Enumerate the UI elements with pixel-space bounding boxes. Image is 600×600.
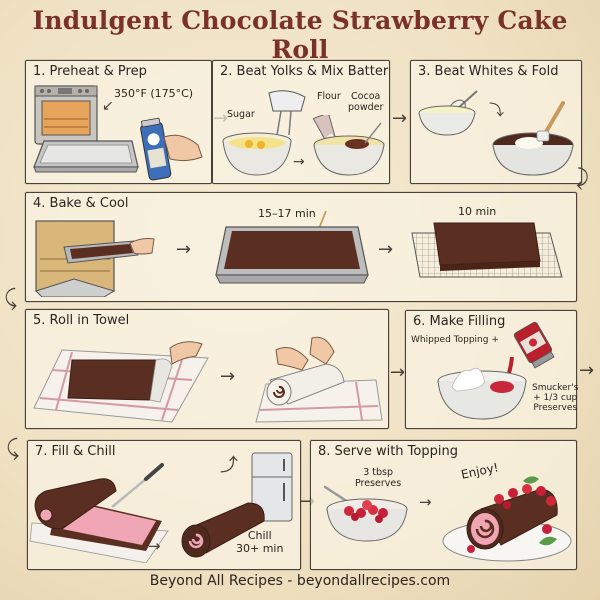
rolled-towel-icon bbox=[246, 330, 386, 426]
cool-time-label: 10 min bbox=[458, 205, 497, 218]
flow-arrow-icon: → bbox=[390, 362, 406, 383]
chill-label-line1: Chill bbox=[247, 529, 272, 542]
strawberry-bowl-icon bbox=[321, 481, 411, 545]
preserves-label-line3: Preserves bbox=[533, 403, 578, 413]
footer-credit: Beyond All Recipes - beyondallrecipes.co… bbox=[149, 573, 451, 589]
step-2-panel: 2. Beat Yolks & Mix Batter Sugar Flour C… bbox=[212, 60, 390, 184]
flow-arrow-curved-icon: ⤹ bbox=[4, 286, 18, 311]
step-1-panel: 1. Preheat & Prep 350°F (175°C) ↙ bbox=[25, 60, 212, 184]
step-7-title: 7. Fill & Chill bbox=[35, 444, 116, 459]
preserves-label-line2: + 1/3 cup bbox=[533, 393, 578, 403]
sugar-label: Sugar bbox=[227, 109, 255, 120]
step-1-title: 1. Preheat & Prep bbox=[33, 64, 147, 79]
step-4-panel: 4. Bake & Cool 15–17 min 10 min → → bbox=[25, 192, 577, 302]
cooking-spray-can-icon bbox=[136, 117, 206, 181]
whipped-topping-bowl-icon bbox=[436, 357, 528, 421]
preserves-amount-line1: 3 tbsp bbox=[363, 467, 394, 478]
oven-open-icon bbox=[34, 219, 156, 297]
bake-time-label: 15–17 min bbox=[258, 207, 316, 220]
cake-roll-icon bbox=[176, 497, 268, 561]
step-6-title: 6. Make Filling bbox=[413, 314, 506, 329]
chocolate-batter-bowl-icon bbox=[491, 101, 577, 177]
step-8-panel: 8. Serve with Topping 3 tbsp Preserves E… bbox=[310, 440, 577, 570]
temperature-label: 350°F (175°C) bbox=[114, 87, 194, 100]
kitchen-towel-icon bbox=[32, 340, 212, 424]
oven-icon bbox=[34, 85, 98, 145]
chill-label-line2: 30+ min bbox=[236, 542, 284, 555]
step-3-panel: 3. Beat Whites & Fold ⤵ bbox=[410, 60, 582, 184]
flow-arrow-icon: → bbox=[392, 108, 408, 129]
flow-arrow-icon: → bbox=[378, 239, 394, 260]
flow-arrow-curved-icon: ⤴ bbox=[220, 455, 238, 476]
preserves-amount-label: 3 tbsp Preserves bbox=[355, 467, 401, 489]
step-7-panel: 7. Fill & Chill Chill 30+ min → ⤴ bbox=[27, 440, 301, 570]
hand-mixer-icon bbox=[265, 89, 309, 139]
flow-arrow-icon: → bbox=[176, 239, 192, 260]
cocoa-label-line1: Cocoa bbox=[351, 91, 381, 102]
unrolled-cake-icon bbox=[28, 463, 178, 563]
cooling-rack-icon bbox=[410, 219, 564, 285]
egg-yolk-bowl-icon bbox=[221, 131, 293, 177]
whipped-topping-label: Whipped Topping + bbox=[411, 335, 499, 345]
preserves-label: Smucker's + 1/3 cup Preserves bbox=[532, 383, 578, 413]
step-5-title: 5. Roll in Towel bbox=[33, 313, 130, 328]
refrigerator-icon bbox=[250, 451, 294, 523]
batter-bowl-icon bbox=[311, 115, 387, 177]
chill-label: Chill 30+ min bbox=[236, 529, 283, 555]
step-5-panel: 5. Roll in Towel → bbox=[25, 309, 389, 429]
step-2-title: 2. Beat Yolks & Mix Batter bbox=[220, 64, 389, 79]
baked-cake-pan-icon bbox=[212, 211, 372, 287]
step-8-title: 8. Serve with Topping bbox=[318, 444, 458, 459]
step-6-panel: 6. Make Filling Whipped Topping + Smucke… bbox=[405, 310, 578, 429]
step-3-title: 3. Beat Whites & Fold bbox=[418, 64, 559, 79]
cocoa-label-line2: powder bbox=[348, 102, 384, 113]
flour-label: Flour bbox=[317, 91, 341, 102]
preserves-jar-icon bbox=[510, 321, 560, 371]
flow-arrow-icon: → bbox=[148, 537, 161, 555]
flow-arrow-icon: → bbox=[220, 366, 236, 387]
sliced-cake-roll-plate-icon bbox=[441, 469, 573, 565]
page-title: Indulgent Chocolate Strawberry Cake Roll bbox=[32, 6, 568, 64]
egg-white-bowl-icon bbox=[417, 89, 481, 137]
flow-arrow-icon: → bbox=[419, 493, 432, 511]
baking-pan-icon bbox=[32, 137, 140, 177]
flow-arrow-icon: ⤵ bbox=[489, 101, 505, 119]
flow-arrow-icon: → bbox=[579, 360, 595, 381]
flow-arrow-curved-icon: ⤹ bbox=[6, 436, 20, 461]
preserves-label-line1: Smucker's bbox=[532, 383, 579, 393]
pointer-arrow-icon: ↙ bbox=[102, 98, 114, 114]
step-4-title: 4. Bake & Cool bbox=[33, 196, 129, 211]
cocoa-label: Cocoa powder bbox=[348, 91, 383, 113]
preserves-amount-line2: Preserves bbox=[355, 478, 402, 489]
flow-arrow-icon: → bbox=[293, 154, 305, 170]
flow-arrow-curved-icon: ⤸ bbox=[576, 166, 590, 191]
